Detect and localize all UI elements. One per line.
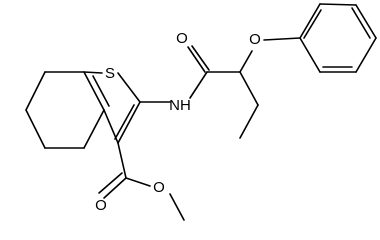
bond-line — [187, 46, 206, 73]
ester-oxygen-label: O — [153, 179, 165, 196]
bond-lines — [25, 3, 377, 221]
bond-line — [239, 104, 259, 139]
bond-line — [125, 177, 151, 187]
bond-line — [117, 72, 141, 103]
bond-line — [319, 3, 357, 6]
bond-line — [103, 109, 119, 144]
bond-line — [92, 75, 110, 107]
bond-line — [117, 101, 141, 144]
amide-oxygen-label: O — [176, 30, 188, 47]
bond-line — [98, 172, 123, 194]
ether-oxygen-label: O — [249, 31, 261, 48]
bond-line — [83, 71, 105, 111]
bond-line — [299, 37, 321, 73]
bond-line — [239, 71, 259, 106]
sulfur-atom-label: S — [105, 65, 115, 82]
bond-line — [103, 177, 127, 199]
bond-line — [351, 7, 371, 39]
bond-line — [114, 104, 135, 140]
bond-line — [25, 109, 46, 149]
bond-line — [303, 9, 322, 39]
bond-line — [169, 193, 185, 221]
bond-line — [239, 50, 253, 73]
bond-line — [263, 37, 301, 41]
bond-line — [355, 37, 377, 73]
bond-line — [191, 45, 210, 71]
bond-line — [189, 71, 208, 99]
bond-line — [83, 71, 103, 74]
chemical-structure: S O O NH O O — [25, 3, 377, 221]
amide-nitrogen-label: NH — [169, 97, 191, 114]
ester-carbonyl-oxygen-label: O — [95, 197, 107, 214]
bond-line — [83, 109, 105, 149]
bond-line — [355, 4, 377, 39]
bond-line — [117, 142, 127, 179]
bond-line — [299, 3, 321, 39]
atom-labels: S O O NH O O — [95, 30, 261, 214]
bond-line — [25, 71, 46, 111]
